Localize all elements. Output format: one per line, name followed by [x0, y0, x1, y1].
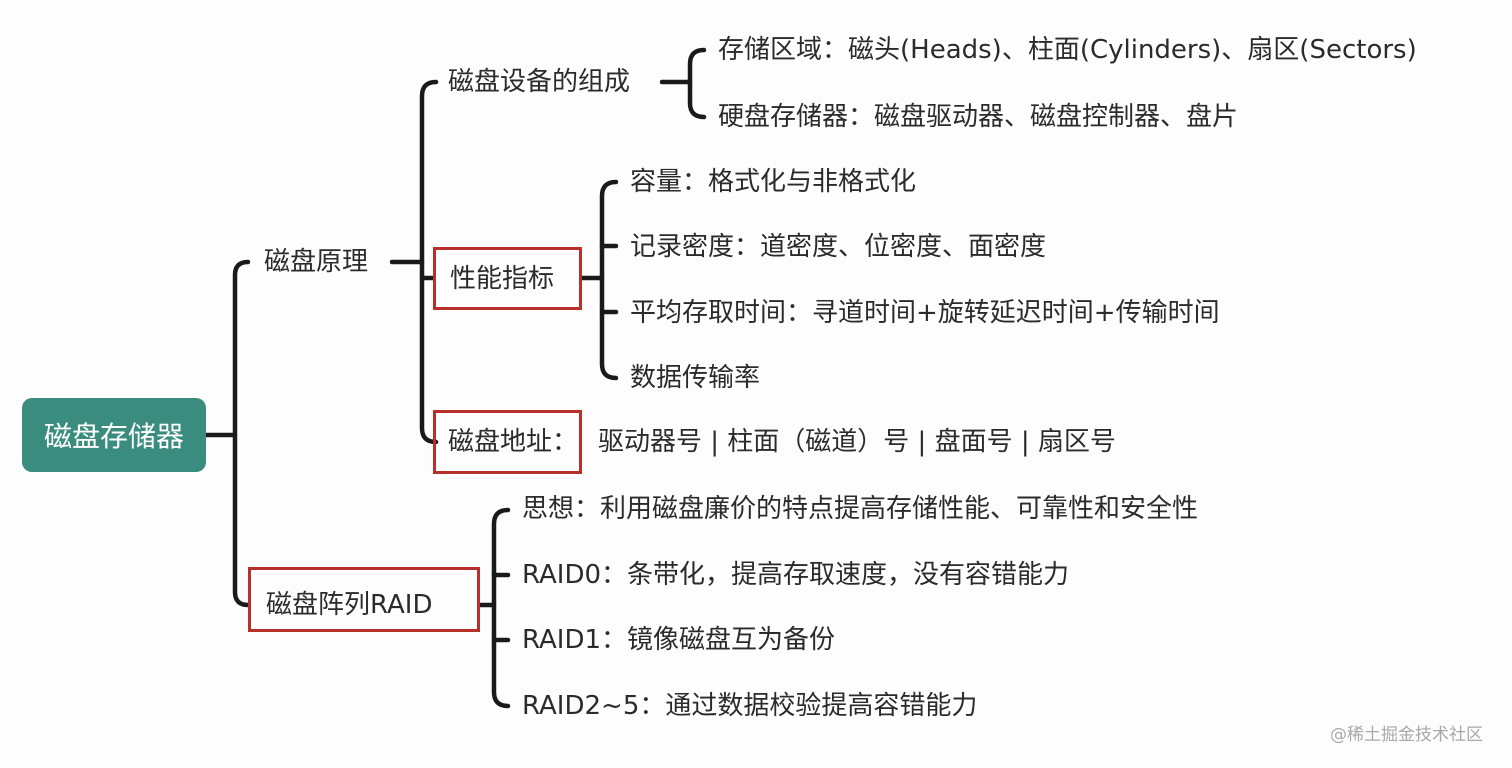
- watermark: @稀土掘金技术社区: [1330, 724, 1483, 746]
- performance-item-density: 记录密度：道密度、位密度、面密度: [630, 230, 1046, 264]
- composition-node: 磁盘设备的组成: [448, 65, 630, 99]
- performance-item-transfer-rate: 数据传输率: [630, 361, 760, 395]
- raid-item-raid1: RAID1：镜像磁盘互为备份: [522, 623, 835, 657]
- raid-item-idea: 思想：利用磁盘廉价的特点提高存储性能、可靠性和安全性: [522, 492, 1198, 526]
- performance-item-label: 平均存取时间：寻道时间+旋转延迟时间+传输时间: [630, 298, 1220, 328]
- raid-item-raid2-5: RAID2~5：通过数据校验提高容错能力: [522, 689, 977, 723]
- connector-level1-trunk: [232, 259, 251, 608]
- connector-composition-trunk: [687, 47, 707, 120]
- raid-item-raid0: RAID0：条带化，提高存取速度，没有容错能力: [522, 558, 1069, 592]
- address-label: 磁盘地址：: [448, 427, 579, 457]
- composition-label: 磁盘设备的组成: [448, 67, 631, 97]
- address-node: 磁盘地址：: [448, 425, 578, 459]
- connector-performance-trunk: [599, 179, 619, 381]
- raid-node: 磁盘阵列RAID: [266, 588, 433, 622]
- connector-principle-trunk: [419, 79, 439, 445]
- principle-label: 磁盘原理: [264, 247, 369, 277]
- performance-item-capacity: 容量：格式化与非格式化: [630, 165, 916, 199]
- performance-highlight-box: [433, 247, 582, 310]
- raid-item-label: RAID2~5：通过数据校验提高容错能力: [522, 691, 978, 721]
- address-value-text: 驱动器号 | 柱面（磁道）号 | 盘面号 | 扇区号: [598, 427, 1116, 457]
- connector-raid-trunk: [491, 507, 511, 709]
- performance-item-label: 记录密度：道密度、位密度、面密度: [630, 232, 1047, 262]
- raid-label: 磁盘阵列RAID: [266, 590, 433, 620]
- raid-item-label: RAID0：条带化，提高存取速度，没有容错能力: [522, 560, 1070, 590]
- performance-item-label: 数据传输率: [630, 363, 761, 393]
- raid-highlight-box: [248, 567, 480, 632]
- composition-item-label: 存储区域：磁头(Heads)、柱面(Cylinders)、扇区(Sectors): [718, 35, 1417, 65]
- raid-item-label: RAID1：镜像磁盘互为备份: [522, 625, 836, 655]
- performance-node: 性能指标: [450, 262, 554, 296]
- root-label: 磁盘存储器: [43, 420, 184, 453]
- raid-item-label: 思想：利用磁盘廉价的特点提高存储性能、可靠性和安全性: [522, 494, 1199, 524]
- address-highlight-box: [433, 410, 582, 474]
- principle-node: 磁盘原理: [264, 245, 368, 279]
- composition-item-hard-disk: 硬盘存储器：磁盘驱动器、磁盘控制器、盘片: [718, 100, 1238, 134]
- composition-item-label: 硬盘存储器：磁盘驱动器、磁盘控制器、盘片: [718, 102, 1239, 132]
- performance-label: 性能指标: [450, 264, 555, 294]
- watermark-text: @稀土掘金技术社区: [1330, 725, 1483, 745]
- root-node: 磁盘存储器: [22, 398, 206, 472]
- performance-item-label: 容量：格式化与非格式化: [630, 167, 917, 197]
- performance-item-access-time: 平均存取时间：寻道时间+旋转延迟时间+传输时间: [630, 296, 1220, 330]
- address-value: 驱动器号 | 柱面（磁道）号 | 盘面号 | 扇区号: [598, 425, 1116, 459]
- composition-item-storage-area: 存储区域：磁头(Heads)、柱面(Cylinders)、扇区(Sectors): [718, 33, 1417, 67]
